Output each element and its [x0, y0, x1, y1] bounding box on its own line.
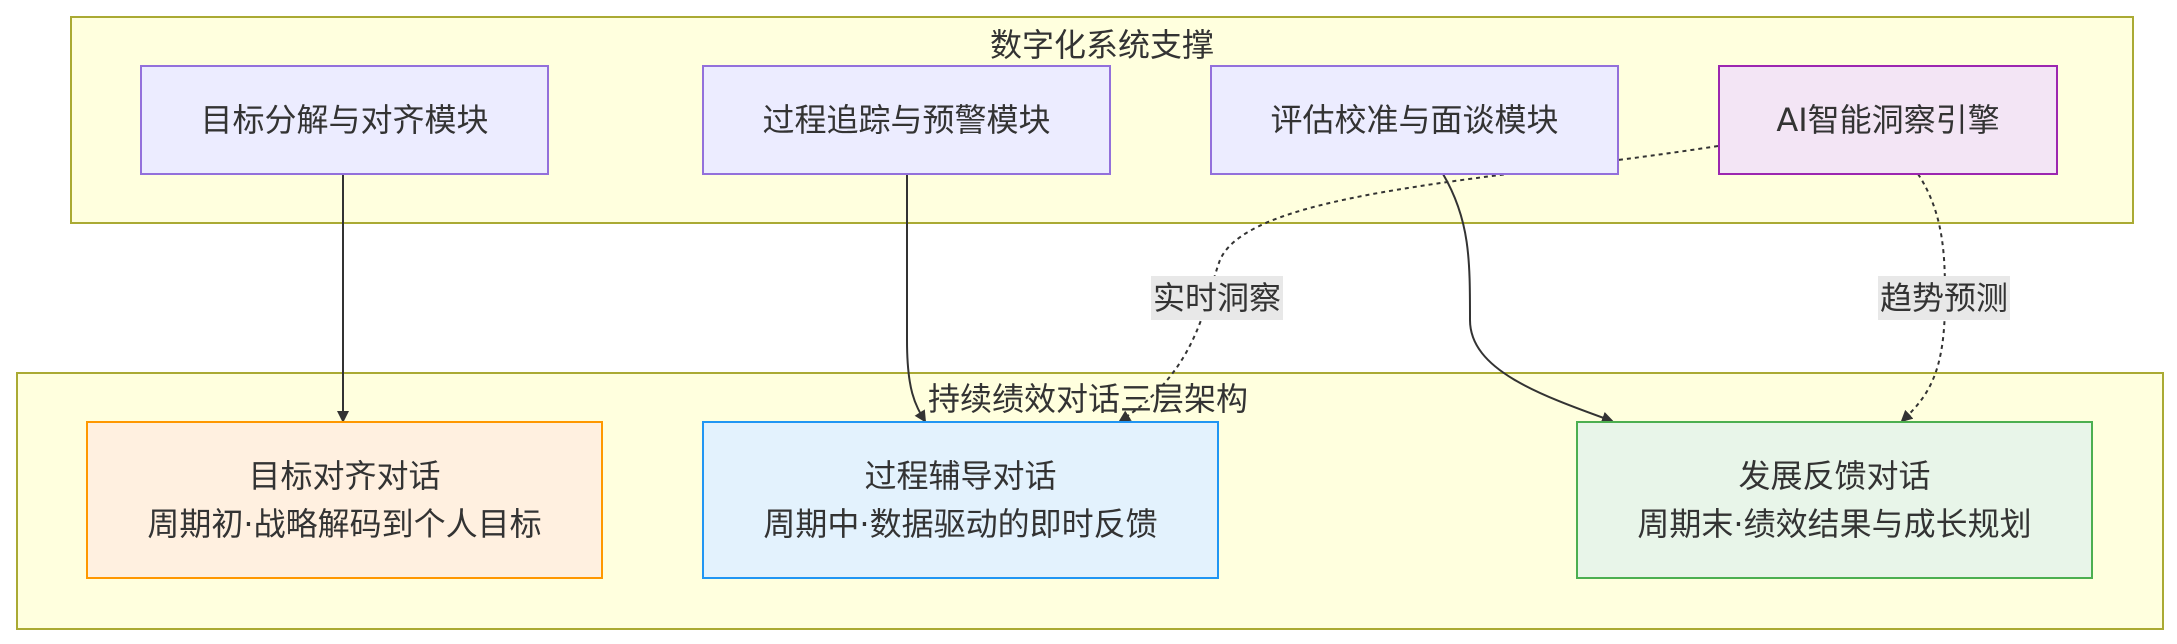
process-dialogue-node[interactable]: 过程辅导对话 周期中·数据驱动的即时反馈 — [702, 421, 1219, 579]
ai-engine-node[interactable]: AI智能洞察引擎 — [1718, 65, 2058, 175]
goal-dialogue-node[interactable]: 目标对齐对话 周期初·战略解码到个人目标 — [86, 421, 603, 579]
process-module-node[interactable]: 过程追踪与预警模块 — [702, 65, 1111, 175]
edge-label-realtime-insight: 实时洞察 — [1151, 276, 1284, 320]
process-dialogue-desc: 周期中·数据驱动的即时反馈 — [763, 505, 1158, 543]
goal-module-node[interactable]: 目标分解与对齐模块 — [140, 65, 549, 175]
goal-dialogue-desc: 周期初·战略解码到个人目标 — [147, 505, 542, 543]
ai-engine-label: AI智能洞察引擎 — [1776, 101, 2000, 139]
system-support-title: 数字化系统支撑 — [989, 26, 1214, 64]
goal-module-label: 目标分解与对齐模块 — [200, 101, 489, 139]
process-dialogue-title: 过程辅导对话 — [864, 457, 1057, 495]
eval-module-node[interactable]: 评估校准与面谈模块 — [1210, 65, 1619, 175]
dev-dialogue-node[interactable]: 发展反馈对话 周期末·绩效结果与成长规划 — [1576, 421, 2093, 579]
goal-dialogue-title: 目标对齐对话 — [248, 457, 441, 495]
edge-label-trend-forecast: 趋势预测 — [1878, 276, 2011, 320]
eval-module-label: 评估校准与面谈模块 — [1270, 101, 1559, 139]
dev-dialogue-desc: 周期末·绩效结果与成长规划 — [1637, 505, 2032, 543]
dev-dialogue-title: 发展反馈对话 — [1738, 457, 1931, 495]
process-module-label: 过程追踪与预警模块 — [762, 101, 1051, 139]
dialogue-architecture-title: 持续绩效对话三层架构 — [928, 380, 1249, 418]
